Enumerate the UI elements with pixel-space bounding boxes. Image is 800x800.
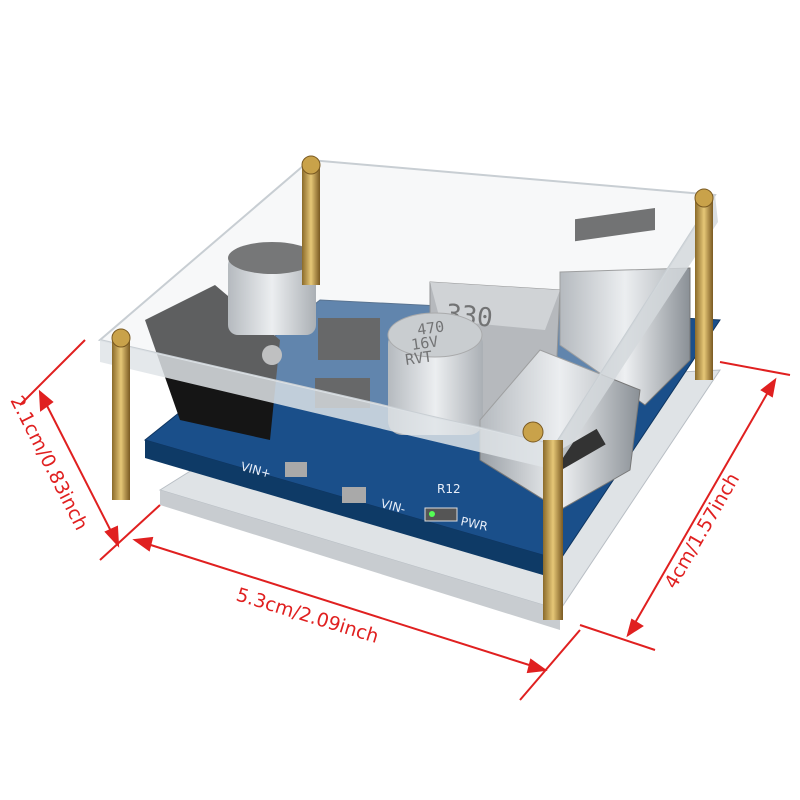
resistor-label: R12 — [437, 482, 461, 496]
height-dimension-label: 2.1cm/0.83inch — [6, 392, 93, 534]
standoff-front-right — [543, 440, 563, 620]
standoff-back-left — [302, 165, 320, 285]
jack-pin — [262, 345, 282, 365]
standoff-back-right — [695, 200, 713, 380]
width-dimension-line — [627, 379, 776, 636]
pcb-edge — [145, 440, 560, 580]
vin-plus-pad — [285, 462, 307, 477]
width-dimension-label: 4cm/1.57inch — [660, 469, 744, 592]
length-dimension-label: 5.3cm/2.09inch — [234, 584, 382, 648]
pwr-label: PWR — [459, 514, 489, 533]
capacitor-small — [228, 255, 316, 335]
capacitor-marking-2: 16V — [410, 332, 439, 354]
capacitor-marking-3: RVT — [404, 347, 433, 369]
standoff-front-left — [112, 340, 130, 500]
bottom-acrylic-edge — [160, 490, 560, 630]
vin-minus-pad — [342, 487, 366, 503]
capacitor-marking-1: 470 — [416, 317, 445, 339]
mosfet-chip — [318, 318, 380, 360]
capacitor-large — [388, 330, 483, 435]
height-dimension-line — [39, 391, 119, 546]
length-dimension-line — [134, 539, 546, 671]
vin-minus-label: VIN- — [379, 496, 407, 516]
top-acrylic-edge — [100, 340, 555, 470]
